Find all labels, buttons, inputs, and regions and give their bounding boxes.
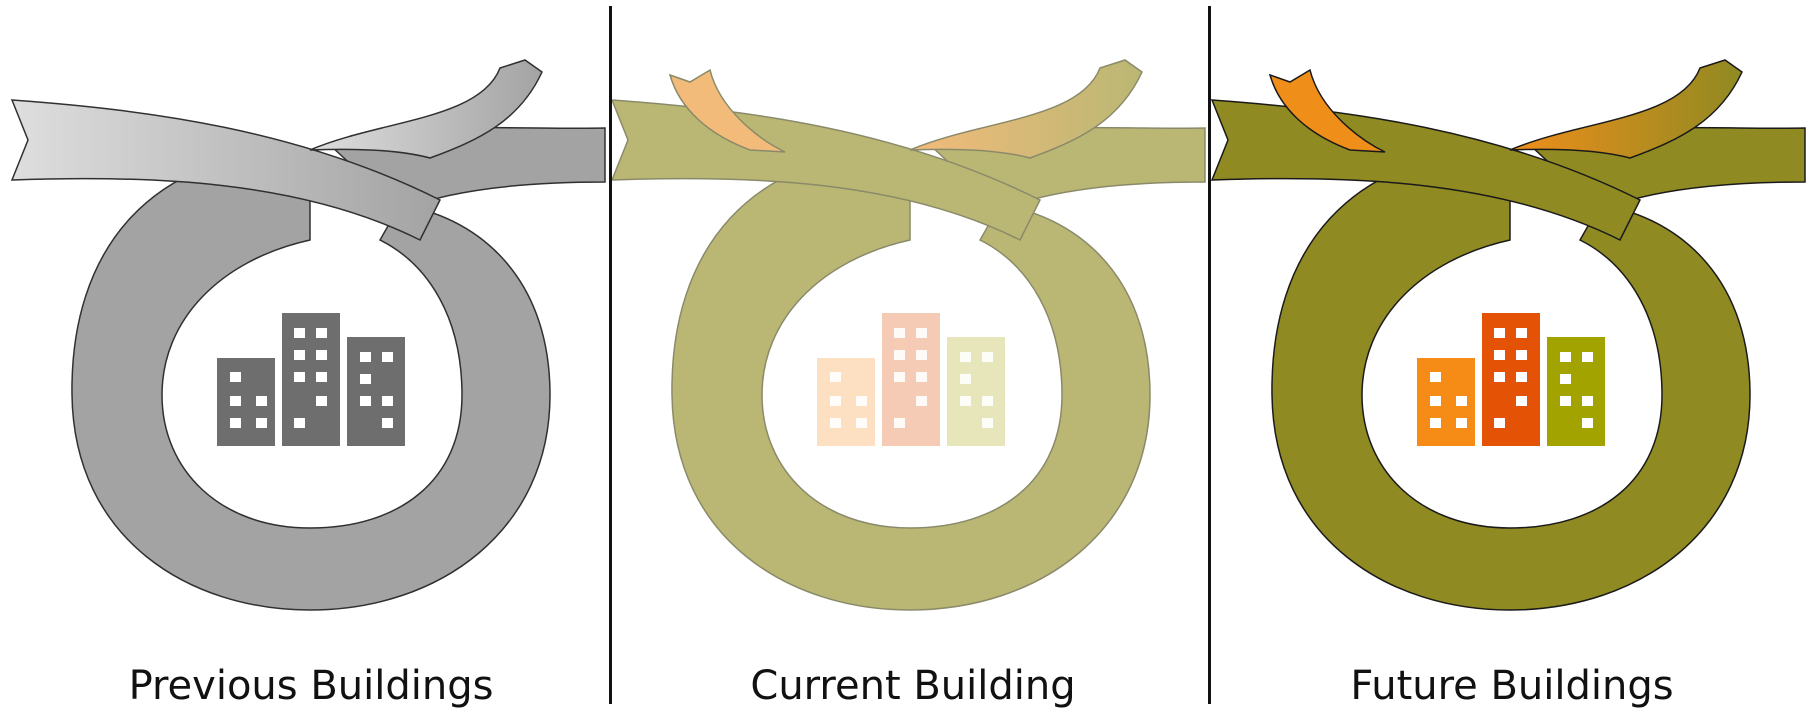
previous-building-icon	[217, 313, 405, 446]
divider-current-future	[1208, 6, 1211, 704]
divider-previous-current	[609, 6, 612, 704]
current-ribbon-curl-tip	[909, 59, 1143, 159]
previous-ribbon-front-strip	[10, 99, 442, 242]
previous-ribbon-curl-tip	[309, 59, 543, 159]
future-buildings-label: Future Buildings	[1350, 663, 1674, 709]
current-building-label: Current Building	[750, 663, 1076, 709]
future-ribbon-left-tip	[1268, 68, 1386, 153]
future-stage-group	[1210, 59, 1806, 611]
previous-stage-group	[10, 59, 606, 611]
current-ribbon-loop	[671, 149, 1151, 611]
previous-buildings-label: Previous Buildings	[128, 663, 494, 709]
future-ribbon-loop	[1271, 149, 1751, 611]
current-stage-group	[610, 59, 1206, 611]
future-building-icon	[1417, 313, 1605, 446]
future-ribbon-curl-tip	[1509, 59, 1743, 159]
previous-ribbon-loop	[71, 149, 551, 611]
current-ribbon-left-tip	[668, 68, 786, 153]
current-building-icon	[817, 313, 1005, 446]
